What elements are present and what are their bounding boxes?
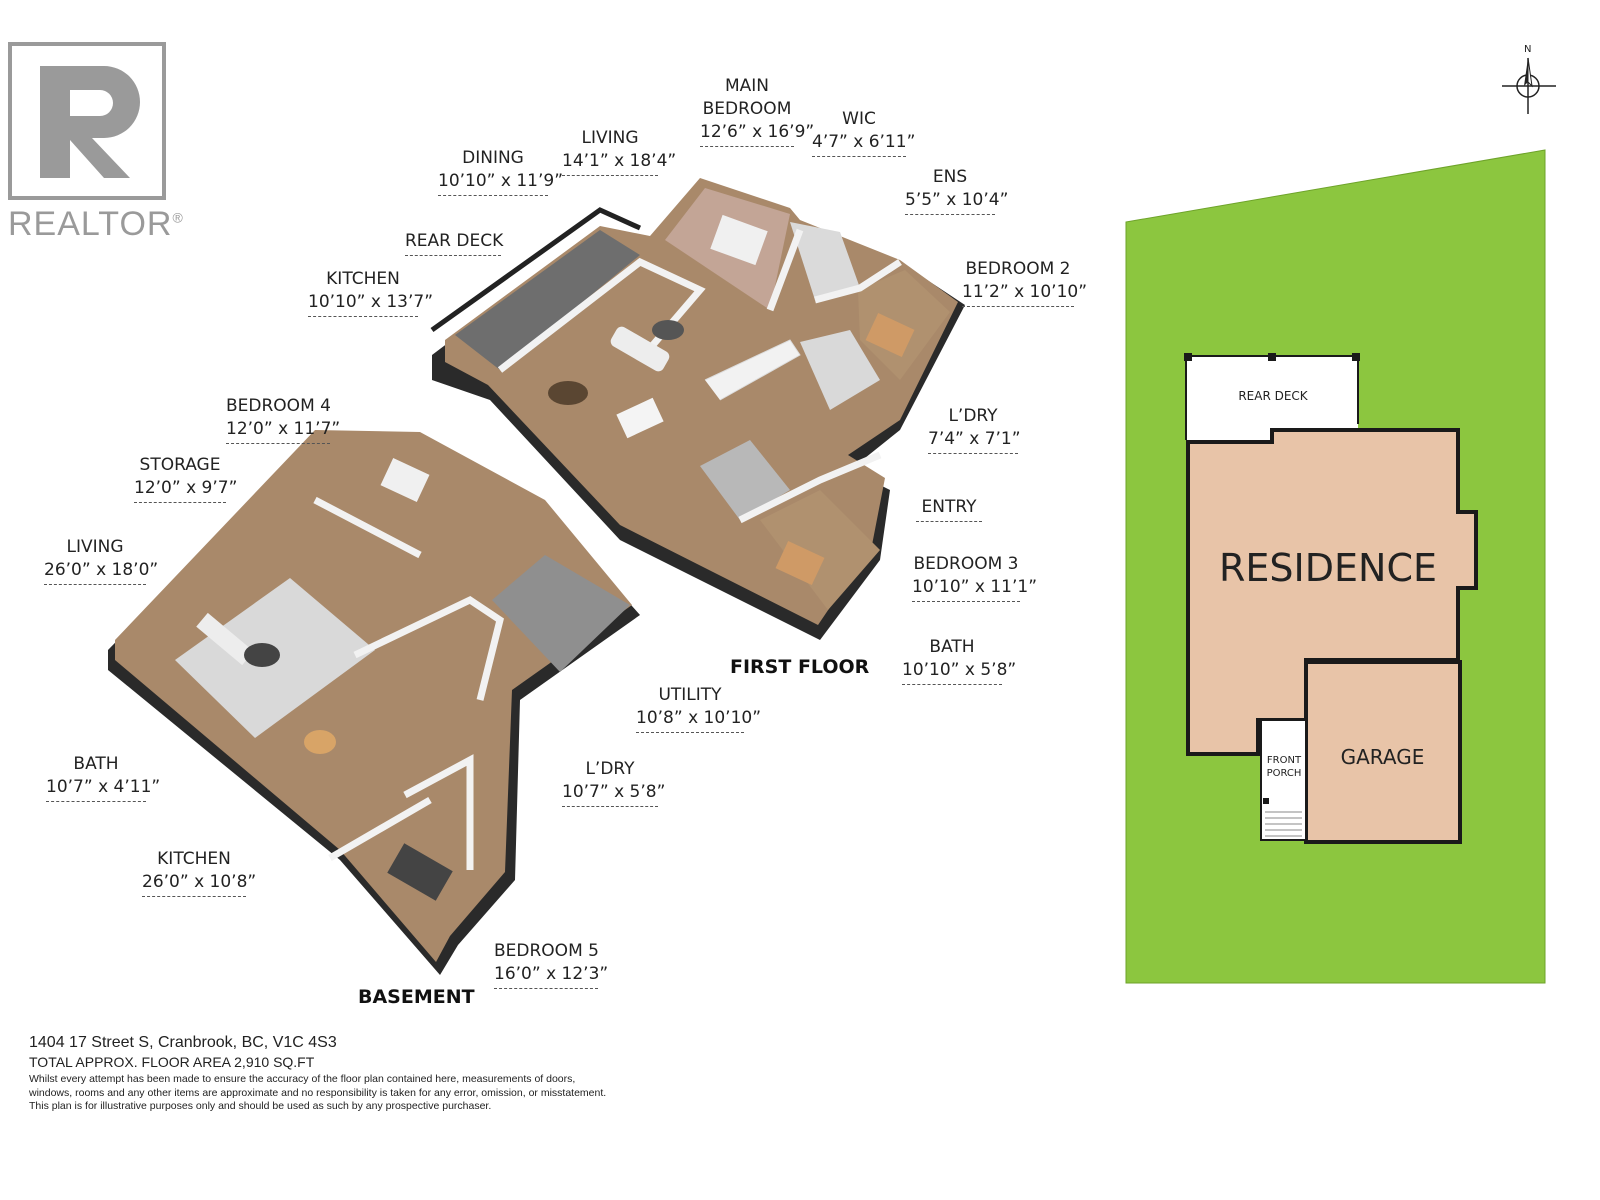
room-label-rear-deck: REAR DECK	[405, 230, 503, 256]
realtor-logo: REALTOR®	[8, 42, 183, 243]
total-floor-area: TOTAL APPROX. FLOOR AREA 2,910 SQ.FT	[29, 1054, 315, 1070]
property-address: 1404 17 Street S, Cranbrook, BC, V1C 4S3	[29, 1034, 337, 1051]
north-compass-icon: N	[1500, 44, 1560, 116]
site-garage-label: GARAGE	[1340, 745, 1425, 769]
disclaimer: Whilst every attempt has been made to en…	[29, 1073, 607, 1112]
first-floor-plan	[430, 178, 965, 640]
first-floor-title: FIRST FLOOR	[730, 656, 870, 678]
basement-title: BASEMENT	[358, 986, 475, 1008]
room-label-entry: ENTRY	[916, 496, 982, 522]
realtor-wordmark: REALTOR®	[8, 205, 184, 243]
site-residence-label: RESIDENCE	[1219, 546, 1437, 590]
realtor-r-logo-icon	[8, 42, 166, 200]
basement-plan	[108, 430, 640, 975]
site-rear-deck-label: REAR DECK	[1238, 389, 1308, 403]
plan-footer: 1404 17 Street S, Cranbrook, BC, V1C 4S3…	[29, 1033, 729, 1114]
